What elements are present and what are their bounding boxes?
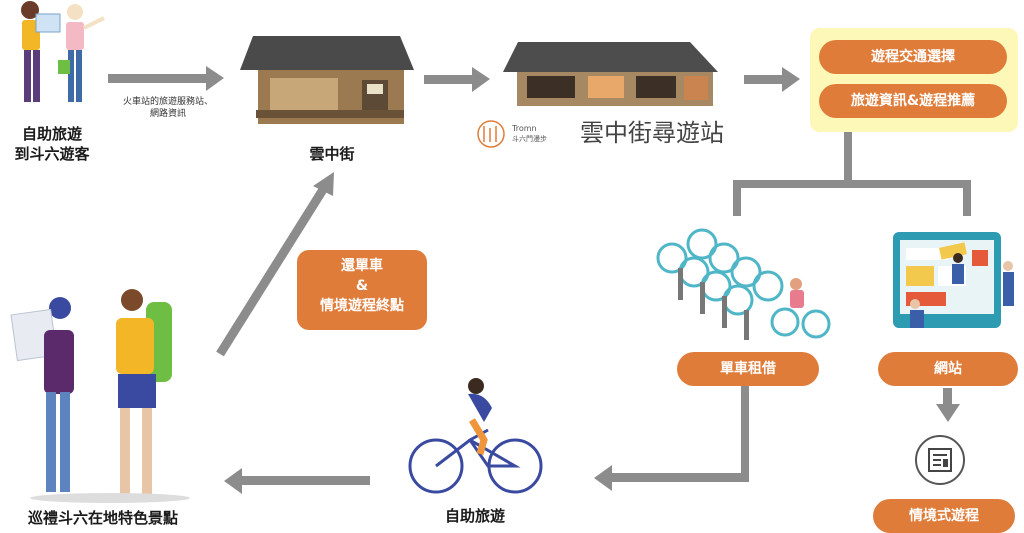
station-logo-cn: 斗六門漫步 — [512, 135, 547, 143]
arrow-to-tour — [224, 468, 370, 494]
self-ride-label: 自助旅遊 — [444, 507, 505, 525]
visitor-label: 自助旅遊 到斗六遊客 — [14, 125, 90, 163]
scenario-tour-pill: 情境式遊程 — [873, 499, 1015, 533]
return-bike-box: 還單車 & 情境遊程終點 — [297, 250, 427, 330]
tour-label: 巡禮斗六在地特色景點 — [27, 509, 178, 527]
arrow-to-street-diagonal — [216, 172, 334, 357]
tour-end-line: 情境遊程終點 — [320, 298, 404, 314]
arrow-to-services — [744, 67, 800, 92]
station-name: 雲中街尋遊站 — [580, 119, 724, 147]
website-pill: 網站 — [878, 352, 1018, 386]
tour-info-pill: 旅遊資訊&遊程推薦 — [819, 84, 1007, 118]
station-logo-en: Tromn — [512, 124, 537, 133]
arrow-to-self-ride — [594, 386, 749, 491]
station-building-illustration — [503, 42, 718, 106]
bike-rack-illustration — [656, 228, 831, 340]
arrow-to-street — [108, 66, 224, 91]
ampersand: & — [355, 278, 369, 294]
station-logo — [477, 120, 505, 148]
transport-option-pill: 遊程交通選擇 — [819, 40, 1007, 74]
hikers-illustration — [10, 289, 190, 503]
return-bike-line: 還單車 — [341, 258, 383, 274]
bike-rental-pill: 單車租借 — [677, 352, 819, 386]
document-icon — [915, 435, 965, 485]
website-illustration — [893, 232, 1014, 328]
yunzhong-street-label: 雲中街 — [309, 145, 355, 163]
arrow-to-station — [424, 67, 490, 92]
branch-connector — [733, 132, 971, 216]
train-station-note: 火車站的旅遊服務站、 網路資訊 — [122, 97, 213, 119]
cyclist-illustration — [408, 378, 543, 494]
visitors-illustration — [21, 1, 105, 102]
arrow-to-scenario — [936, 388, 960, 422]
old-house-illustration — [240, 36, 414, 124]
